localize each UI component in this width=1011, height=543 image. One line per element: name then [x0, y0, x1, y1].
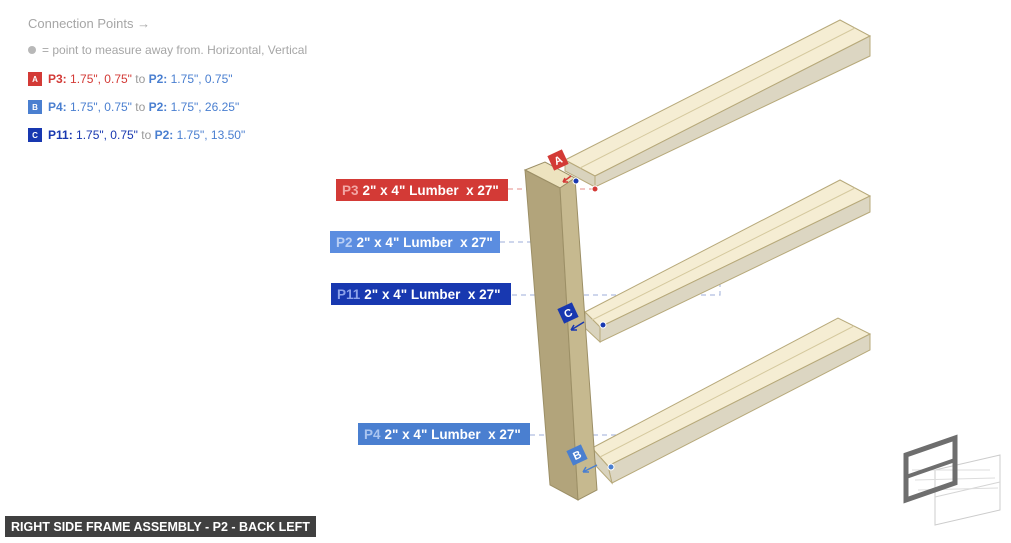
board-p11: [584, 179, 872, 344]
board-p3: [563, 19, 872, 188]
from-part-id: P4:: [48, 100, 67, 114]
marker-a: A: [547, 149, 569, 171]
marker-b: B: [566, 444, 588, 466]
from-coords: 1.75", 0.75": [66, 100, 132, 114]
point-dot-icon: [591, 185, 599, 193]
assembly-step-title: RIGHT SIDE FRAME ASSEMBLY - P2 - BACK LE…: [5, 516, 316, 537]
assembly-thumbnail: [903, 434, 1001, 526]
connection-row-c: C P11: 1.75", 0.75" to P2: 1.75", 13.50": [28, 127, 307, 143]
to-coords: 1.75", 0.75": [167, 72, 233, 86]
point-dot-icon: [607, 463, 615, 471]
connection-row-a: A P3: 1.75", 0.75" to P2: 1.75", 0.75": [28, 71, 307, 87]
to-part-id: P2:: [154, 128, 174, 142]
from-coords: 1.75", 0.75": [66, 72, 132, 86]
badge-b: B: [28, 100, 42, 114]
to-part-id: P2:: [148, 100, 168, 114]
connection-row-b: B P4: 1.75", 0.75" to P2: 1.75", 26.25": [28, 99, 307, 115]
from-part-id: P11:: [48, 128, 73, 142]
point-dot-icon: [28, 46, 36, 54]
arrow-a-icon: [562, 175, 572, 183]
point-dot-icon: [599, 321, 607, 329]
from-part-id: P3:: [48, 72, 67, 86]
arrow-c-icon: [570, 321, 585, 331]
post-p2: [523, 161, 598, 501]
to-coords: 1.75", 13.50": [173, 128, 246, 142]
from-coords: 1.75", 0.75": [72, 128, 138, 142]
to-coords: 1.75", 26.25": [167, 100, 240, 114]
marker-c: C: [557, 302, 579, 324]
board-p4: [591, 317, 872, 485]
badge-a: A: [28, 72, 42, 86]
connection-points-legend: Connection Points → = point to measure a…: [28, 16, 307, 155]
arrow-b-icon: [582, 464, 598, 473]
to-part-id: P2:: [148, 72, 168, 86]
point-dot-icon: [572, 177, 580, 185]
legend-title: Connection Points →: [28, 16, 151, 31]
badge-c: C: [28, 128, 42, 142]
legend-note: = point to measure away from. Horizontal…: [28, 43, 307, 57]
